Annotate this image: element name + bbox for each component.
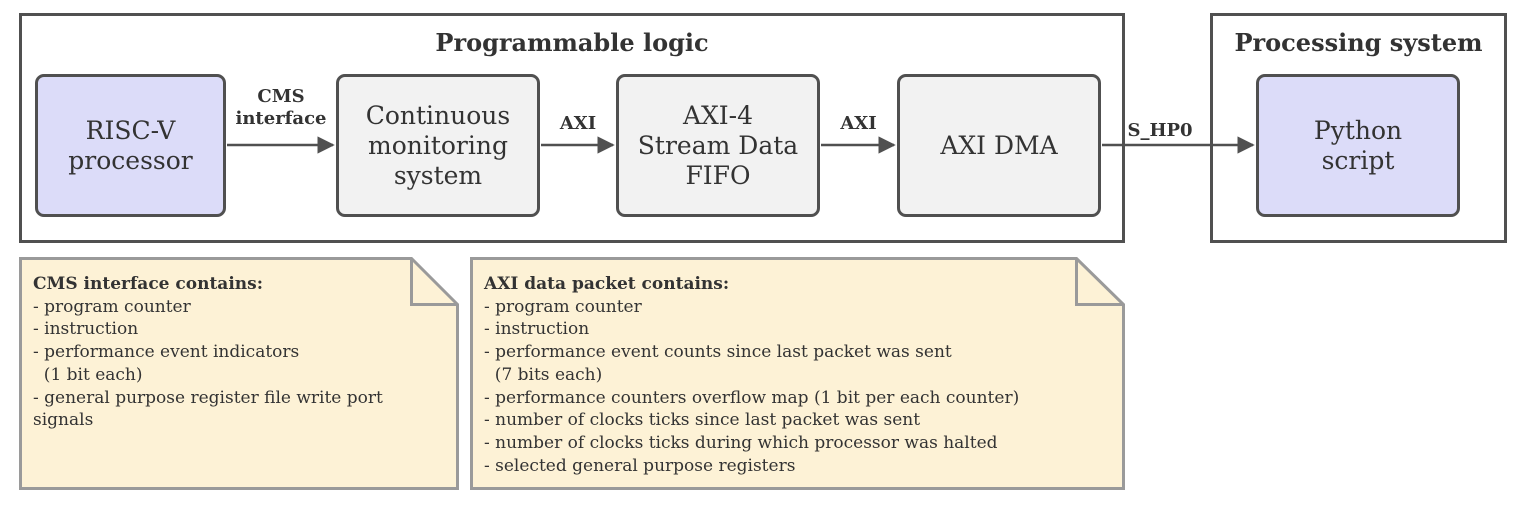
cms-note-item: - general purpose register file write po… bbox=[33, 387, 383, 408]
python-script-block: Python script bbox=[1256, 74, 1460, 217]
cms-note-item: - instruction bbox=[33, 319, 139, 340]
axi-dma-label: AXI DMA bbox=[940, 130, 1058, 160]
cms-block-label: Continuous monitoring system bbox=[365, 100, 511, 190]
axi-note-fold bbox=[1075, 258, 1124, 306]
cms-note-item: (1 bit each) bbox=[33, 364, 143, 385]
s-hp0-edge-label: S_HP0 bbox=[1127, 120, 1193, 141]
axi-note-item: (7 bits each) bbox=[484, 364, 603, 385]
programmable-logic-title: Programmable logic bbox=[435, 28, 709, 57]
python-script-label: Python script bbox=[1313, 115, 1403, 175]
fifo-block-label: AXI-4 Stream Data FIFO bbox=[637, 100, 799, 190]
cms-note-item: - program counter bbox=[33, 296, 191, 317]
processing-system-title: Processing system bbox=[1234, 28, 1483, 57]
axi-note-title: AXI data packet contains: bbox=[484, 274, 730, 294]
axi-note-item: - number of clocks ticks since last pack… bbox=[484, 410, 921, 431]
cms-interface-edge-label: CMS interface bbox=[235, 86, 327, 129]
axi-edge-label-1: AXI bbox=[559, 113, 597, 134]
axi-dma-block: AXI DMA bbox=[897, 74, 1101, 217]
riscv-processor-label: RISC-V processor bbox=[68, 115, 193, 175]
riscv-processor-block: RISC-V processor bbox=[35, 74, 226, 217]
cms-interface-note bbox=[19, 257, 459, 490]
axi-note-item: - performance counters overflow map (1 b… bbox=[484, 387, 1020, 408]
cms-note-title: CMS interface contains: bbox=[33, 274, 263, 294]
axi-note-text: AXI data packet contains: - program coun… bbox=[484, 273, 1114, 477]
axi-note-item: - program counter bbox=[484, 296, 642, 317]
continuous-monitoring-system-block: Continuous monitoring system bbox=[336, 74, 540, 217]
cms-note-text: CMS interface contains: - program counte… bbox=[33, 273, 403, 432]
axi-stream-fifo-block: AXI-4 Stream Data FIFO bbox=[616, 74, 820, 217]
cms-note-fold bbox=[410, 258, 458, 306]
axi-packet-note bbox=[470, 257, 1125, 490]
axi-note-item: - performance event counts since last pa… bbox=[484, 342, 952, 363]
axi-note-item: - instruction bbox=[484, 319, 590, 340]
cms-note-item: - performance event indicators bbox=[33, 342, 300, 363]
axi-note-item: - selected general purpose registers bbox=[484, 455, 796, 476]
axi-note-item: - number of clocks ticks during which pr… bbox=[484, 432, 998, 453]
axi-edge-label-2: AXI bbox=[840, 113, 877, 134]
cms-note-item: signals bbox=[33, 410, 94, 431]
